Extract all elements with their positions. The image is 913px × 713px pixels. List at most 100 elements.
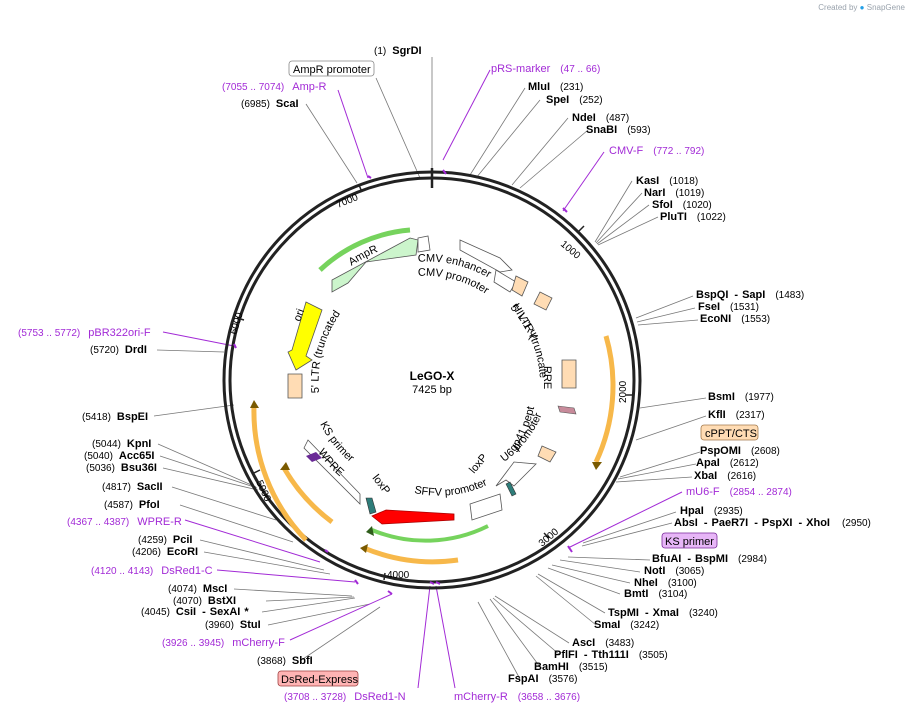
sffv-green-arc bbox=[371, 524, 489, 543]
ampr-highlight-arc bbox=[318, 227, 411, 272]
orf-arc-right-arrow bbox=[592, 462, 602, 470]
tick-2000: 2000 bbox=[618, 380, 629, 403]
primer-wpre-r-label[interactable]: (4367 .. 4387)WPRE-R bbox=[67, 516, 182, 528]
dsred-express-box[interactable] bbox=[277, 670, 359, 687]
snapgene-watermark: Created by ● SnapGene bbox=[818, 3, 905, 12]
site-bamhi-label[interactable]: BamHI(3515) bbox=[534, 661, 608, 673]
site-tspmi-label[interactable]: TspMI-XmaI(3240) bbox=[608, 607, 718, 619]
site-fspai-label[interactable]: FspAI(3576) bbox=[508, 673, 577, 685]
orf-arc-left-inner-arrow bbox=[280, 462, 290, 470]
site-sfoi-label[interactable]: SfoI(1020) bbox=[652, 199, 712, 211]
sffv-outline-feature bbox=[469, 493, 503, 521]
primer-cmv-f-label[interactable]: CMV-F(772 .. 792) bbox=[609, 145, 704, 157]
sffv-promoter-label: SFFV promoter bbox=[413, 476, 489, 498]
orf-arc-bottom bbox=[363, 545, 459, 565]
cmv-enhancer-feature bbox=[459, 239, 513, 273]
ks-primer-box[interactable] bbox=[661, 532, 718, 549]
site-apai-label[interactable]: ApaI(2612) bbox=[696, 457, 759, 469]
sffv-green-arc-arrow bbox=[366, 526, 374, 536]
site-pflfi-label[interactable]: PflFI-Tth111I(3505) bbox=[554, 649, 668, 661]
plasmid-name: LeGO-X bbox=[410, 369, 455, 383]
site-pcii-label[interactable]: (4259)PciI bbox=[138, 534, 192, 546]
orf-arc-bottom-arrow bbox=[360, 544, 368, 553]
site-xbai-label[interactable]: XbaI(2616) bbox=[694, 470, 756, 482]
primer-dsred1-n-label[interactable]: (3708 .. 3728)DsRed1-N bbox=[284, 691, 406, 703]
site-pfoi-label[interactable]: (4587)PfoI bbox=[104, 499, 160, 511]
site-ecori-label[interactable]: (4206)EcoRI bbox=[132, 546, 198, 558]
primer-prs-marker-label[interactable]: pRS-marker(47 .. 66) bbox=[491, 63, 600, 75]
site-bsmi-label[interactable]: BsmI(1977) bbox=[708, 391, 774, 403]
ori-label: ori bbox=[292, 307, 307, 323]
primer-marks bbox=[233, 169, 573, 595]
primer-mcherry-r-label[interactable]: mCherry-R(3658 .. 3676) bbox=[454, 691, 580, 703]
site-sacii-label[interactable]: (4817)SacII bbox=[102, 481, 163, 493]
site-noti-label[interactable]: NotI(3065) bbox=[644, 565, 704, 577]
site-sgrdi-label[interactable]: (1)SgrDI bbox=[374, 45, 422, 57]
site-sbfi-label[interactable]: (3868)SbfI bbox=[257, 655, 313, 667]
primer-mcherry-f-label[interactable]: (3926 .. 3945)mCherry-F bbox=[162, 637, 285, 649]
site-hpai-label[interactable]: HpaI(2935) bbox=[680, 505, 743, 517]
plasmid-length: 7425 bp bbox=[412, 384, 452, 396]
site-kfli-label[interactable]: KflI(2317) bbox=[708, 409, 765, 421]
ampr-promoter-feature bbox=[417, 235, 431, 253]
primer-amp-r-label[interactable]: (7055 .. 7074)Amp-R bbox=[222, 81, 327, 93]
site-stui-label[interactable]: (3960)StuI bbox=[205, 619, 261, 631]
orf-arc-right bbox=[593, 335, 616, 464]
site-snabi-label[interactable]: SnaBI(593) bbox=[586, 124, 651, 136]
site-xhoi-group-label[interactable]: AbsI-PaeR7I-PspXI-XhoI(2950) bbox=[674, 517, 871, 529]
site-bfuai-label[interactable]: BfuAI-BspMI(2984) bbox=[652, 553, 767, 565]
site-drdi-label[interactable]: (5720)DrdI bbox=[90, 344, 147, 356]
watermark-prefix: Created by bbox=[818, 3, 858, 12]
tick-4000: 4000 bbox=[387, 570, 410, 581]
site-smai-label[interactable]: SmaI(3242) bbox=[594, 619, 659, 631]
orf-arc-left-outer-arrow bbox=[250, 400, 259, 408]
site-mlui-label[interactable]: MluI(231) bbox=[528, 81, 583, 93]
site-econi-label[interactable]: EcoNI(1553) bbox=[700, 313, 770, 325]
site-scai-label[interactable]: (6985)ScaI bbox=[241, 98, 299, 110]
u6-promoter-label: U6 promoter bbox=[499, 411, 545, 465]
primer-dsred1-c-label[interactable]: (4120 .. 4143)DsRed1-C bbox=[91, 565, 213, 577]
site-nari-label[interactable]: NarI(1019) bbox=[644, 187, 704, 199]
site-bmti-label[interactable]: BmtI(3104) bbox=[624, 588, 687, 600]
site-bsu36i-label[interactable]: (5036)Bsu36I bbox=[86, 462, 157, 474]
cppt-cts-box[interactable] bbox=[700, 424, 759, 441]
u6-promoter-feature bbox=[495, 461, 537, 487]
ltr-right-feature bbox=[511, 275, 529, 297]
dsred-express-label: DsRed-Express bbox=[281, 674, 359, 686]
site-bstxi-label[interactable]: (4070)BstXI bbox=[173, 595, 236, 607]
rre-feature bbox=[561, 359, 577, 389]
site-nhei-label[interactable]: NheI(3100) bbox=[634, 577, 697, 589]
ori-feature bbox=[287, 301, 323, 371]
loxp-left-feature bbox=[365, 497, 377, 515]
gp41-label: gp41 peptide bbox=[0, 0, 537, 454]
site-spei-label[interactable]: SpeI(252) bbox=[546, 94, 603, 106]
site-msci-label[interactable]: (4074)MscI bbox=[168, 583, 227, 595]
site-kasi-label[interactable]: KasI(1018) bbox=[636, 175, 698, 187]
ltr-right-label: 5' LTR (truncated) bbox=[0, 0, 549, 378]
site-fsei-label[interactable]: FseI(1531) bbox=[698, 301, 759, 313]
u6-ltr-feature bbox=[537, 445, 557, 463]
site-csii-label[interactable]: (4045)CsiI-SexAI* bbox=[141, 606, 249, 618]
primer-mu6-f-label[interactable]: mU6-F(2854 .. 2874) bbox=[686, 486, 792, 498]
tick-marks bbox=[236, 184, 634, 581]
gp41-feature bbox=[557, 405, 577, 415]
loxp-right-feature bbox=[505, 481, 517, 497]
cmv-promoter-feature bbox=[493, 269, 517, 293]
ampr-promoter-box[interactable] bbox=[288, 60, 375, 77]
site-bspqi-sapi-label[interactable]: BspQI-SapI(1483) bbox=[696, 289, 804, 301]
site-asci-label[interactable]: AscI(3483) bbox=[572, 637, 634, 649]
site-kpni-label[interactable]: (5044)KpnI bbox=[92, 438, 151, 450]
hiv-psi-feature bbox=[533, 291, 553, 311]
orf-arc-left-outer bbox=[251, 405, 308, 542]
primer-pbr322ori-f-label[interactable]: (5753 .. 5772)pBR322ori-F bbox=[18, 327, 151, 339]
sffv-red-arrow bbox=[371, 509, 455, 525]
site-ndei-label[interactable]: NdeI(487) bbox=[572, 112, 629, 124]
ks-primer-label: KS primer bbox=[665, 536, 714, 548]
site-bspei-label[interactable]: (5418)BspEI bbox=[82, 411, 148, 423]
primer-leader-lines bbox=[162, 69, 683, 689]
site-pluti-label[interactable]: PluTI(1022) bbox=[660, 211, 726, 223]
site-acc65i-label[interactable]: (5040)Acc65I bbox=[84, 450, 154, 462]
ltr-left-feature bbox=[287, 373, 303, 399]
site-pspomi-label[interactable]: PspOMI(2608) bbox=[700, 445, 780, 457]
